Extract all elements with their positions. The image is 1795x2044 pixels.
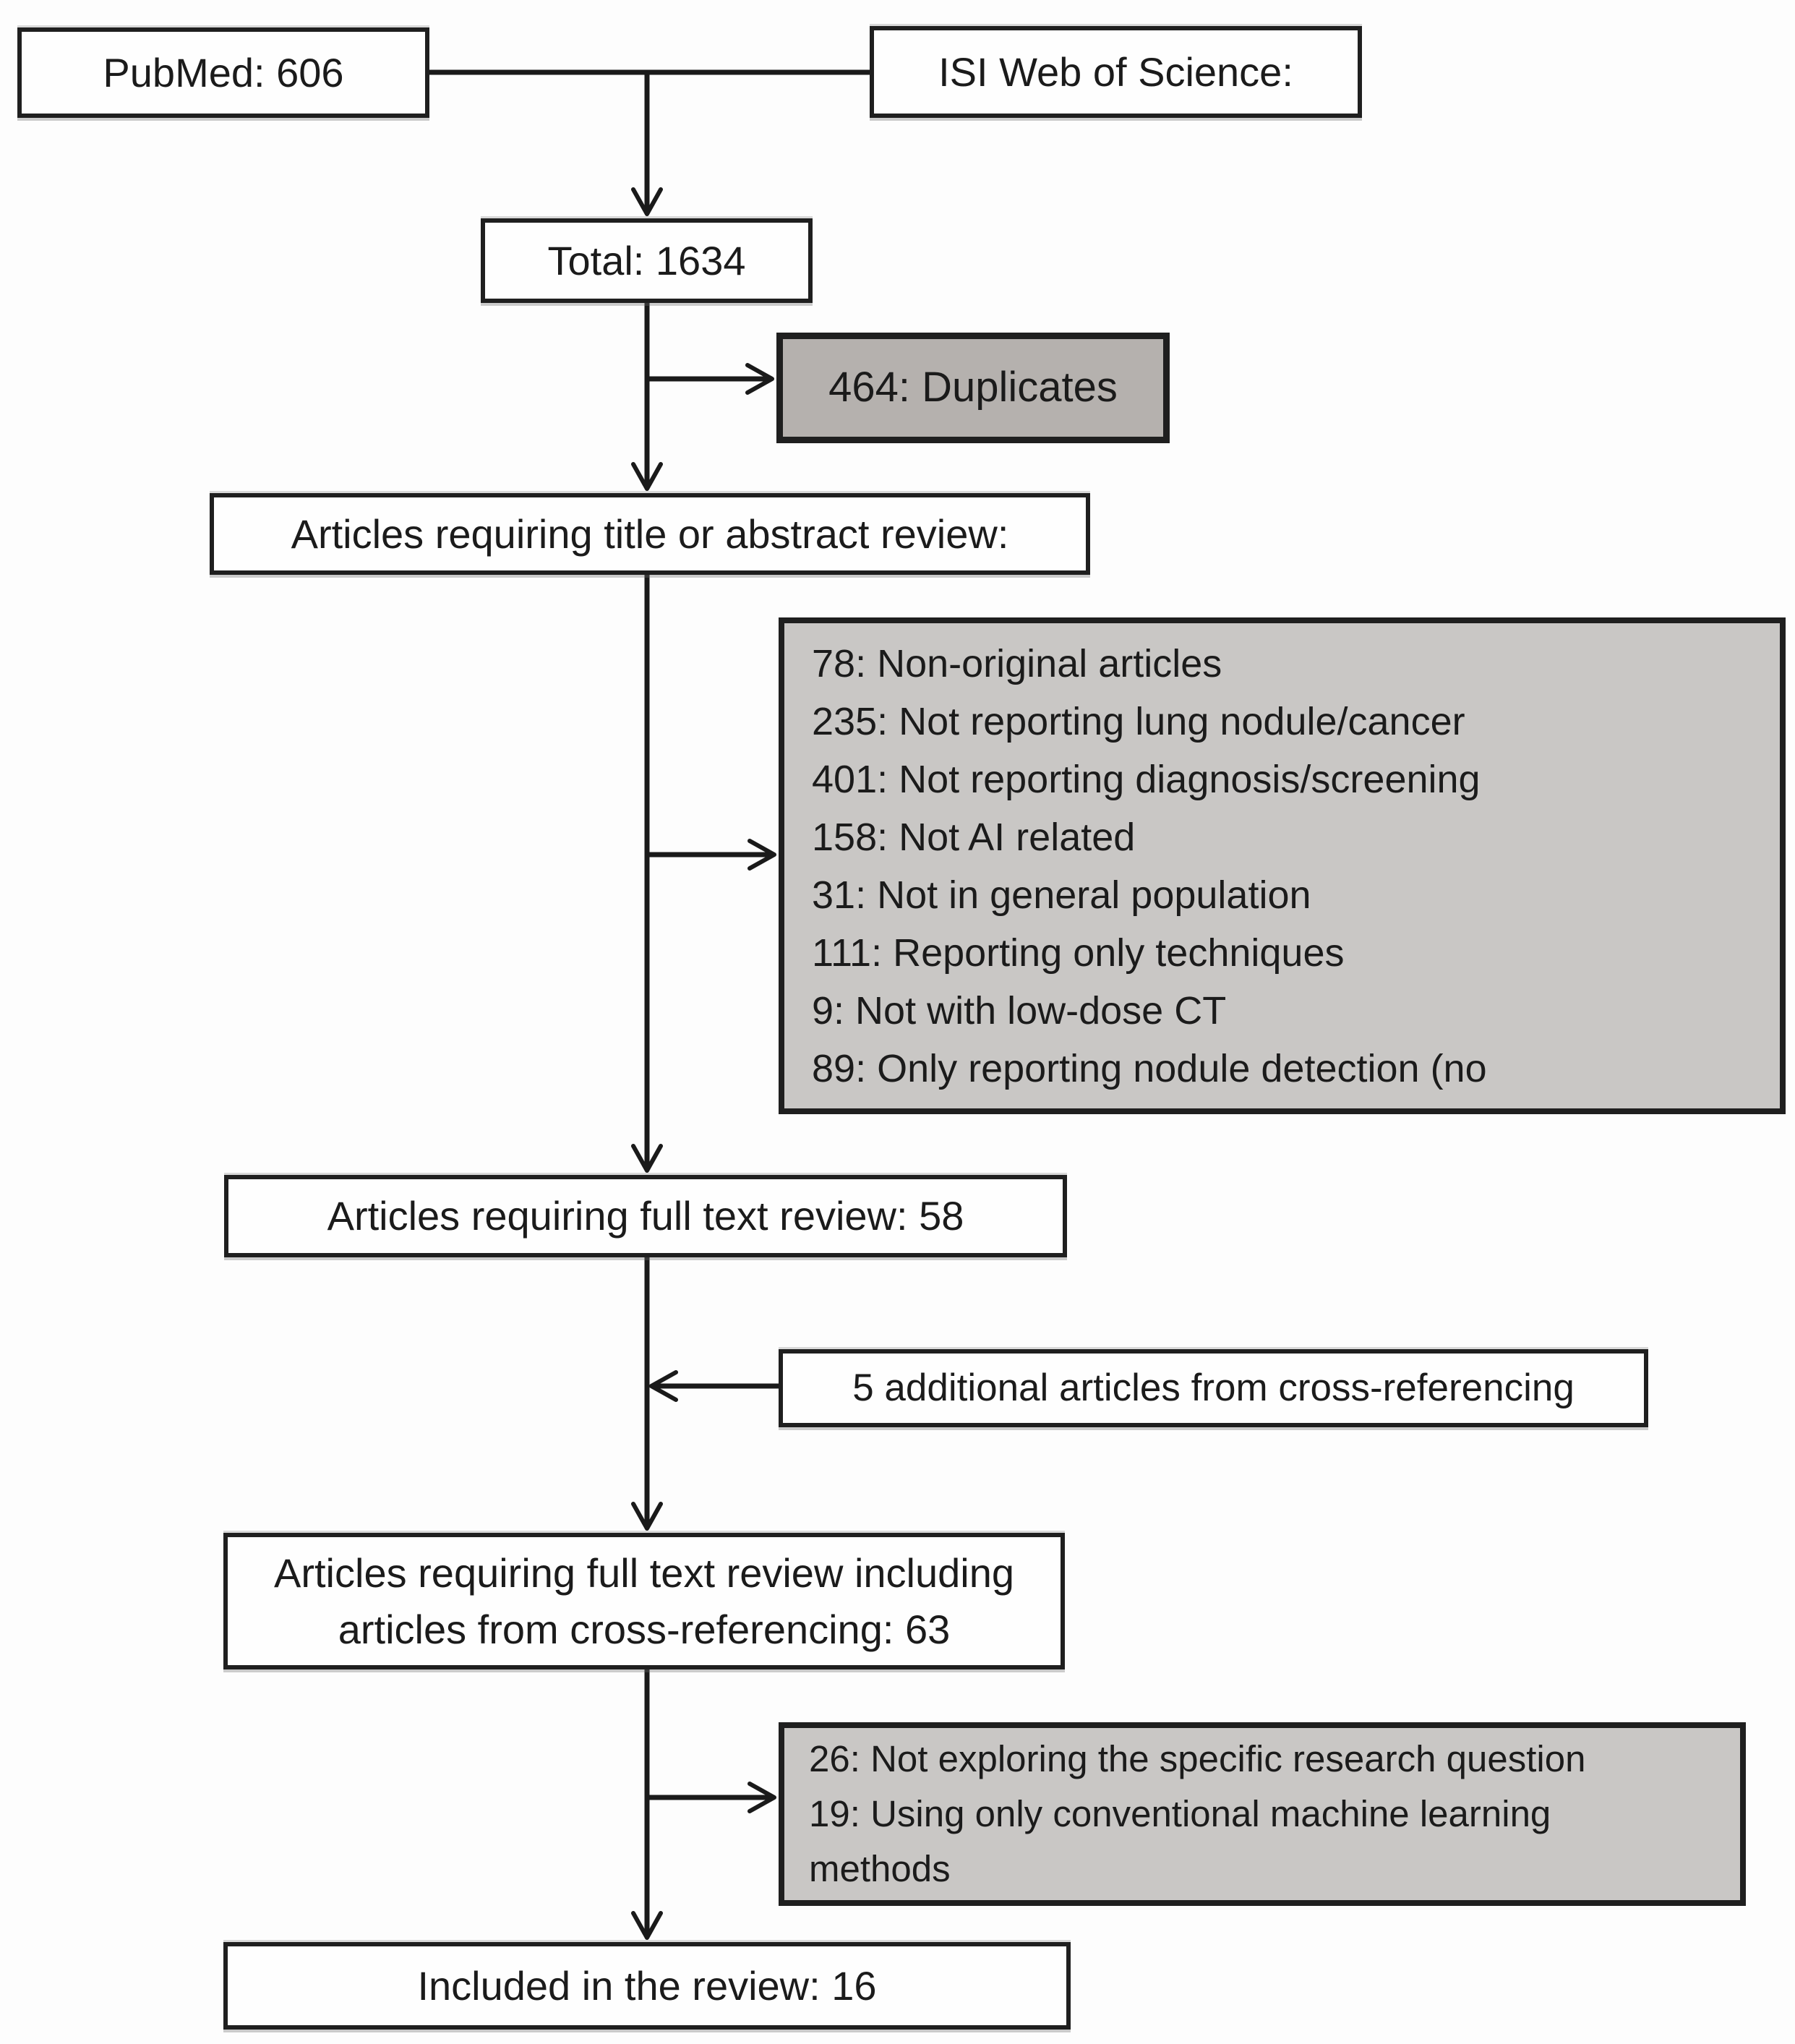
exclusion-item: 235: Not reporting lung nodule/cancer bbox=[812, 699, 1465, 743]
box-fulltext-review-58: Articles requiring full text review: 58 bbox=[224, 1175, 1067, 1257]
exclusion-item: 89: Only reporting nodule detection (no bbox=[812, 1046, 1487, 1090]
exclusion-item: methods bbox=[809, 1848, 951, 1889]
exclusion-item: 31: Not in general population bbox=[812, 873, 1311, 917]
exclusion-item: 19: Using only conventional machine lear… bbox=[809, 1793, 1551, 1834]
box-fulltext-58-label: Articles requiring full text review: 58 bbox=[327, 1193, 964, 1239]
exclusion-item: 401: Not reporting diagnosis/screening bbox=[812, 757, 1481, 801]
exclusion-item: 158: Not AI related bbox=[812, 815, 1136, 859]
box-duplicates-label: 464: Duplicates bbox=[828, 364, 1118, 411]
box-total: Total: 1634 bbox=[481, 218, 813, 303]
exclusion-item: 26: Not exploring the specific research … bbox=[809, 1738, 1586, 1779]
box-exclusion-reasons-fulltext: 26: Not exploring the specific research … bbox=[779, 1722, 1746, 1906]
box-isi-web-of-science: ISI Web of Science: bbox=[870, 26, 1362, 118]
box-isi-label: ISI Web of Science: bbox=[938, 48, 1293, 95]
box-crossref-additional: 5 additional articles from cross-referen… bbox=[779, 1349, 1648, 1427]
exclusion-item: 78: Non-original articles bbox=[812, 641, 1222, 685]
box-included-label: Included in the review: 16 bbox=[417, 1962, 877, 2009]
box-total-label: Total: 1634 bbox=[547, 237, 746, 283]
box-crossref-label: 5 additional articles from cross-referen… bbox=[852, 1367, 1575, 1410]
box-title-abstract-review: Articles requiring title or abstract rev… bbox=[210, 493, 1090, 575]
exclusion-item: 111: Reporting only techniques bbox=[812, 931, 1345, 975]
box-fulltext-review-63: Articles requiring full text review incl… bbox=[223, 1533, 1065, 1669]
box-pubmed-label: PubMed: 606 bbox=[103, 49, 344, 95]
box-exclusion-reasons-screening: 78: Non-original articles 235: Not repor… bbox=[779, 617, 1786, 1114]
box-fulltext-63-line2: articles from cross-referencing: 63 bbox=[338, 1606, 951, 1652]
box-duplicates-excluded: 464: Duplicates bbox=[776, 333, 1170, 443]
box-fulltext-63-line1: Articles requiring full text review incl… bbox=[274, 1549, 1014, 1596]
box-title-abstract-label: Articles requiring title or abstract rev… bbox=[291, 510, 1009, 557]
exclusion-item: 9: Not with low-dose CT bbox=[812, 988, 1227, 1032]
box-pubmed: PubMed: 606 bbox=[17, 27, 429, 118]
box-included-in-review: Included in the review: 16 bbox=[223, 1942, 1071, 2030]
